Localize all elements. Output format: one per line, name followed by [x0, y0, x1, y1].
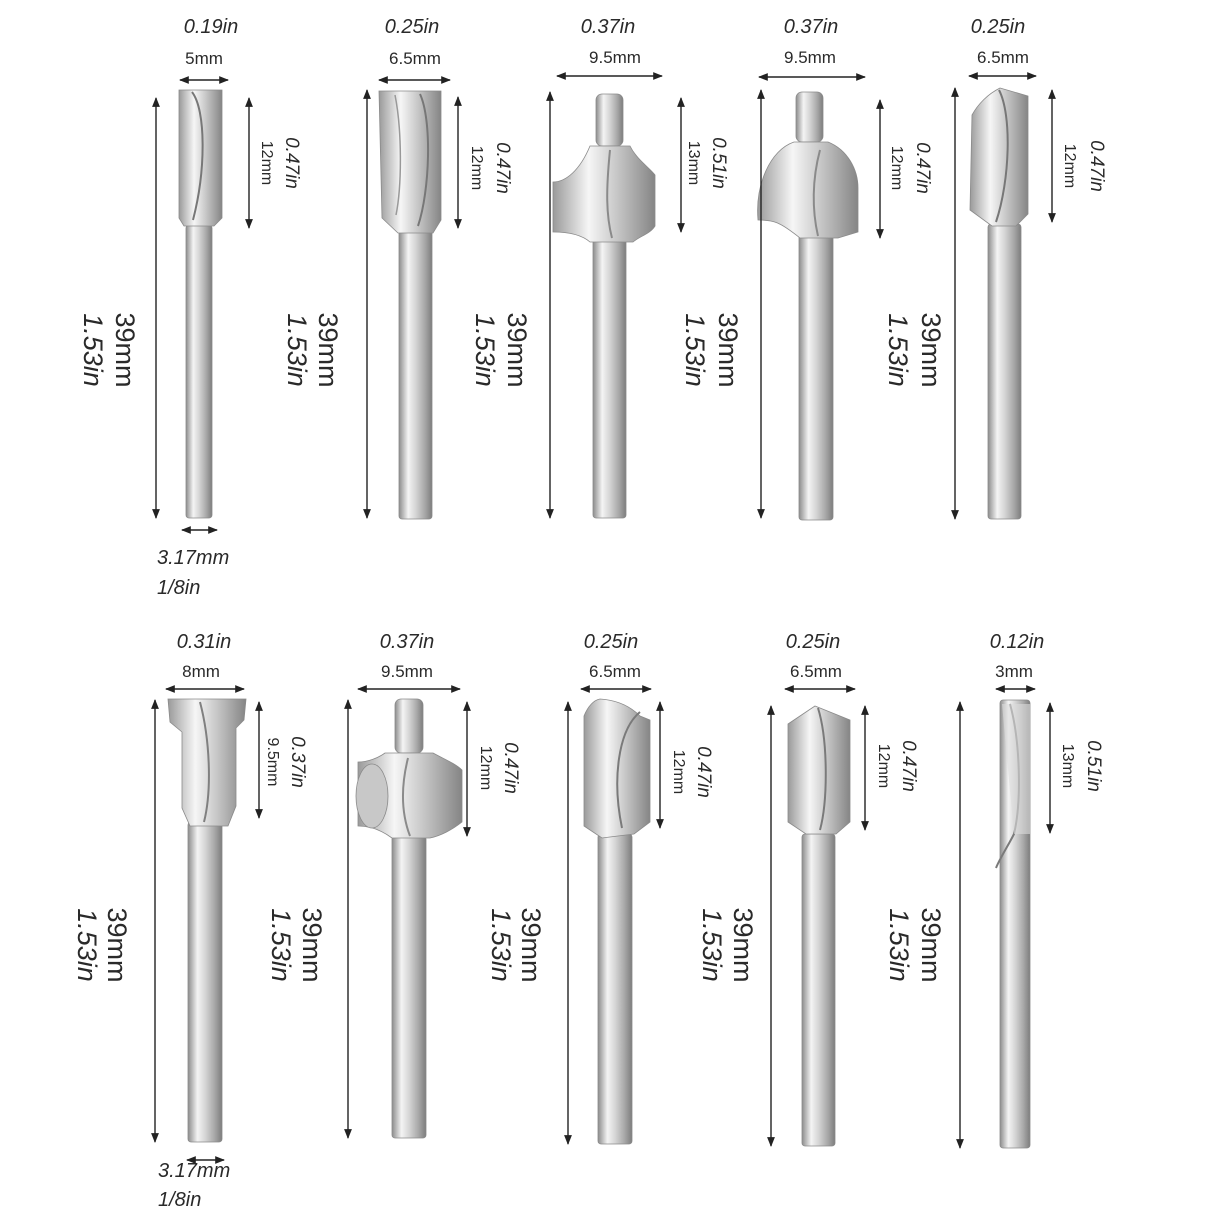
bit-3-width-mm: 9.5mm [589, 48, 641, 67]
bit-5-cut-mm: 12mm [1061, 144, 1078, 188]
bit-4-width-in: 0.37in [784, 16, 839, 38]
bit-3-width-in: 0.37in [581, 16, 636, 38]
bit-5-cut-in: 0.47in [1086, 140, 1107, 192]
bit-10-width-mm: 3mm [995, 662, 1033, 681]
bit-2-width-mm: 6.5mm [389, 49, 441, 68]
bit-6-cut-mm: 9.5mm [264, 738, 281, 787]
bit-3-cut-mm: 13mm [685, 141, 702, 185]
bit-7-cut-mm: 12mm [477, 746, 494, 790]
bit-3-total-mm: 39mm [502, 312, 532, 387]
bit-9-cut-mm: 12mm [875, 744, 892, 788]
bit-3-graphic [552, 93, 656, 519]
bit-8-graphic [583, 698, 651, 1145]
bit-1-width-mm: 5mm [185, 49, 223, 68]
bit-7-total-mm: 39mm [297, 907, 327, 982]
bit-7-graphic [355, 698, 463, 1139]
bit-4-cut-mm: 12mm [888, 146, 905, 190]
bit-8-cut-in: 0.47in [693, 746, 714, 798]
bit-6-width-mm: 8mm [182, 662, 220, 681]
bit-2-graphic [378, 90, 442, 520]
bit-10-width-in: 0.12in [990, 631, 1045, 653]
bit-10-cut-in: 0.51in [1083, 740, 1104, 792]
router-bit-3: 0.37in 9.5mm 0.51in 13mm 39mm 1.53in [470, 16, 729, 519]
bit-4-graphic [757, 91, 859, 521]
bit-9-graphic [787, 705, 851, 1147]
bit-6-total-in: 1.53in [72, 908, 102, 982]
router-bit-6: 0.31in 8mm 0.37in 9.5mm 39mm 1.53in 3.17… [72, 631, 308, 1211]
bit-2-total-in: 1.53in [282, 313, 312, 387]
bit-2-width-in: 0.25in [385, 16, 440, 38]
bit-2-cut-mm: 12mm [468, 146, 485, 190]
router-bit-10: 0.12in 3mm 0.51in 13mm 39mm 1.53in [884, 631, 1104, 1149]
bit-10-cut-mm: 13mm [1059, 744, 1076, 788]
bit-10-total-in: 1.53in [884, 908, 914, 982]
bit-6-cut-in: 0.37in [287, 736, 308, 788]
bit-9-total-in: 1.53in [697, 908, 727, 982]
bit-9-cut-in: 0.47in [898, 740, 919, 792]
bit-9-width-mm: 6.5mm [790, 662, 842, 681]
bit-2-cut-in: 0.47in [492, 142, 513, 194]
bit-7-width-mm: 9.5mm [381, 662, 433, 681]
bit-6-shank-mm: 3.17mm [158, 1160, 230, 1182]
bit-5-width-mm: 6.5mm [977, 48, 1029, 67]
bit-1-total-mm: 39mm [110, 312, 140, 387]
bit-3-cut-in: 0.51in [708, 137, 729, 189]
bit-4-cut-in: 0.47in [912, 142, 933, 194]
bit-6-shank-in: 1/8in [158, 1189, 201, 1211]
bit-1-shank-mm: 3.17mm [157, 547, 229, 569]
bit-6-total-mm: 39mm [102, 907, 132, 982]
bit-2-total-mm: 39mm [313, 312, 343, 387]
bit-5-width-in: 0.25in [971, 16, 1026, 38]
bit-7-width-in: 0.37in [380, 631, 435, 653]
bit-10-total-mm: 39mm [916, 907, 946, 982]
bit-8-total-mm: 39mm [516, 907, 546, 982]
bit-8-width-mm: 6.5mm [589, 662, 641, 681]
router-bit-7: 0.37in 9.5mm 0.47in 12mm 39mm 1.53in [266, 631, 521, 1139]
bit-5-total-mm: 39mm [916, 312, 946, 387]
bit-4-total-mm: 39mm [713, 312, 743, 387]
bit-1-graphic [178, 89, 223, 519]
router-bit-8: 0.25in 6.5mm 0.47in 12mm 39mm 1.53in [486, 631, 714, 1145]
bit-4-width-mm: 9.5mm [784, 48, 836, 67]
router-bit-5: 0.25in 6.5mm 0.47in 12mm 39mm 1.53in [883, 16, 1107, 520]
bit-8-cut-mm: 12mm [670, 750, 687, 794]
bit-10-graphic [995, 699, 1031, 1149]
router-bit-9: 0.25in 6.5mm 0.47in 12mm 39mm 1.53in [697, 631, 919, 1147]
router-bit-2: 0.25in 6.5mm 0.47in 12mm 39mm 1.53in [282, 16, 513, 520]
bit-9-width-in: 0.25in [786, 631, 841, 653]
bit-4-total-in: 1.53in [680, 313, 710, 387]
bit-1-shank-in: 1/8in [157, 577, 200, 599]
router-bit-4: 0.37in 9.5mm 0.47in 12mm 39mm 1.53in [680, 16, 933, 521]
router-bit-1: 0.19in 5mm 0.47in 12mm 39mm 1.53in 3.17m… [78, 16, 302, 599]
bit-1-width-in: 0.19in [184, 16, 239, 38]
bit-3-total-in: 1.53in [470, 313, 500, 387]
bit-5-graphic [969, 87, 1029, 520]
bit-1-total-in: 1.53in [78, 313, 108, 387]
bit-1-cut-in: 0.47in [281, 137, 302, 189]
bit-8-total-in: 1.53in [486, 908, 516, 982]
bit-6-graphic [167, 698, 247, 1143]
bit-7-cut-in: 0.47in [500, 742, 521, 794]
bit-5-total-in: 1.53in [883, 313, 913, 387]
bit-7-total-in: 1.53in [266, 908, 296, 982]
bit-8-width-in: 0.25in [584, 631, 639, 653]
bit-1-cut-mm: 12mm [258, 141, 275, 185]
bit-6-width-in: 0.31in [177, 631, 232, 653]
bit-9-total-mm: 39mm [728, 907, 758, 982]
